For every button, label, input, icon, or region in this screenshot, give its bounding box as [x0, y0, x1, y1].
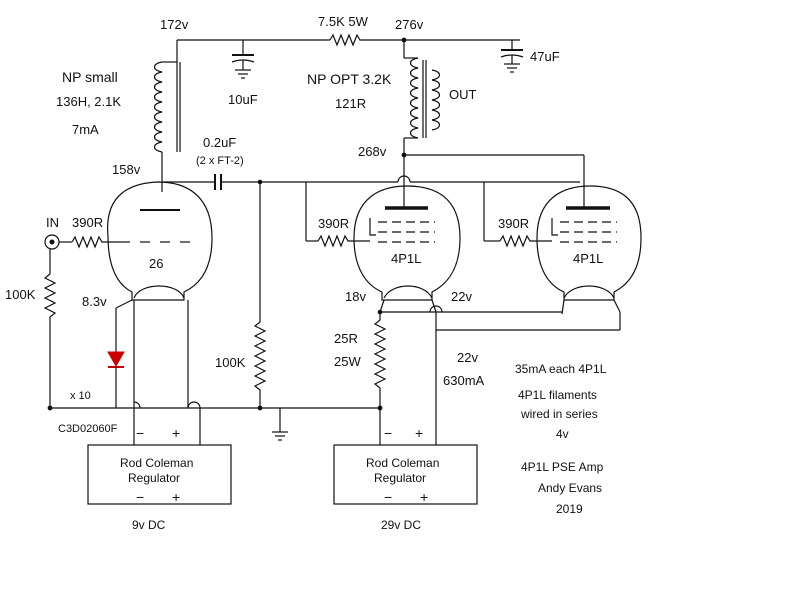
filament-series-wiring	[377, 305, 621, 445]
regulator-left-plus-top: +	[172, 425, 180, 441]
filter-cap-10uf: 10uF	[228, 40, 258, 107]
output-plate-wiring	[403, 154, 585, 208]
output-tube-1: 4P1L 390R 18v 22v	[305, 182, 472, 313]
title-line3: 2019	[556, 502, 583, 516]
note-filaments: 4P1L filaments	[518, 388, 597, 402]
notes: 35mA each 4P1L 4P1L filaments wired in s…	[515, 362, 607, 516]
title-line1: 4P1L PSE Amp	[521, 460, 604, 474]
regulator-left-minus-top: −	[136, 425, 144, 441]
note-voltage: 4v	[556, 427, 569, 441]
inductor-icon	[153, 61, 163, 153]
supply-rail	[177, 37, 520, 43]
output-filament-right-voltage: 22v	[451, 289, 472, 304]
regulator-right-supply: 29v DC	[381, 518, 421, 532]
diode-part: C3D02060F	[58, 423, 118, 435]
resistor-icon	[499, 234, 552, 248]
opt-plate-voltage: 268v	[358, 144, 387, 159]
title-line2: Andy Evans	[538, 481, 602, 495]
choke-spec: 136H, 2.1K	[56, 94, 121, 109]
input-jack-icon	[44, 234, 60, 250]
output-tube-2-label: 4P1L	[573, 251, 603, 266]
regulator-right-plus-top: +	[415, 425, 423, 441]
filter-cap-47uf-label: 47uF	[530, 49, 560, 64]
coupling-capacitor: 0.2uF (2 x FT-2)	[162, 135, 580, 190]
driver-tube-label: 26	[149, 256, 163, 271]
ground-icon	[235, 69, 251, 79]
regulator-right-minus-top: −	[384, 425, 392, 441]
grid-leak-label: 100K	[5, 287, 36, 302]
output-filament-left-voltage: 18v	[345, 289, 366, 304]
diode-icon	[107, 351, 125, 368]
ground-icon	[272, 408, 288, 441]
filament-current: 630mA	[443, 373, 485, 388]
resistor-icon	[43, 273, 57, 408]
bias-resistor: 25R 25W 22v 630mA	[334, 312, 485, 445]
supply-voltage-172: 172v	[160, 17, 189, 32]
pentode-icon	[536, 185, 642, 301]
coupling-cap-value: 0.2uF	[203, 135, 236, 150]
output-tube-2: 4P1L 390R	[483, 182, 642, 315]
regulator-left-minus: −	[136, 489, 144, 505]
choke-name: NP small	[62, 69, 118, 85]
driver-plate-voltage: 158v	[112, 162, 141, 177]
resistor-icon	[373, 319, 387, 445]
resistor-icon	[253, 321, 267, 408]
output-grid-resistor-1: 390R	[318, 216, 349, 231]
coupling-cap-note: (2 x FT-2)	[196, 155, 244, 167]
regulator-right: − + Rod Coleman Regulator − + 29v DC	[333, 425, 478, 532]
bias-resistor-watt: 25W	[334, 354, 361, 369]
diode-mult: x 10	[70, 390, 91, 402]
resistor-icon	[71, 235, 118, 249]
dropping-resistor: 7.5K 5W	[318, 14, 369, 47]
filter-cap-10uf-label: 10uF	[228, 92, 258, 107]
output-grid-resistor-2: 390R	[498, 216, 529, 231]
input-label: IN	[46, 215, 59, 230]
regulator-left-line2: Regulator	[128, 471, 180, 485]
note-current: 35mA each 4P1L	[515, 362, 607, 376]
note-series: wired in series	[520, 407, 598, 421]
regulator-right-line2: Regulator	[374, 471, 426, 485]
bias-resistor-value: 25R	[334, 331, 358, 346]
opt-dcr: 121R	[335, 96, 366, 111]
input-section: IN 390R 100K x 10 C3D02060F	[5, 215, 380, 435]
regulator-left: − + Rod Coleman Regulator − + 9v DC	[87, 425, 232, 532]
regulator-left-supply: 9v DC	[132, 518, 166, 532]
cathode-resistor-label: 100K	[215, 355, 246, 370]
triode-icon	[107, 181, 213, 301]
pentode-icon	[353, 185, 461, 301]
driver-filament-voltage: 8.3v	[82, 294, 107, 309]
output-transformer: NP OPT 3.2K 121R OUT 268v	[307, 40, 477, 159]
regulator-right-plus: +	[420, 489, 428, 505]
node-voltage-276: 276v	[395, 17, 424, 32]
choke-current: 7mA	[72, 122, 99, 137]
regulator-left-line1: Rod Coleman	[120, 456, 193, 470]
filter-cap-47uf: 47uF	[500, 40, 560, 73]
driver-grid-resistor: 390R	[72, 215, 103, 230]
output-tube-1-label: 4P1L	[391, 251, 421, 266]
resistor-icon	[329, 33, 362, 47]
regulator-right-minus: −	[384, 489, 392, 505]
ground-icon	[504, 63, 520, 73]
driver-tube: 26 8.3v	[82, 181, 213, 445]
opt-name: NP OPT 3.2K	[307, 71, 392, 87]
opt-out-label: OUT	[449, 87, 477, 102]
filament-voltage: 22v	[457, 350, 478, 365]
resistor-icon	[317, 234, 370, 248]
cathode-resistor: 100K	[215, 182, 267, 411]
regulator-left-plus: +	[172, 489, 180, 505]
dropping-resistor-label: 7.5K 5W	[318, 14, 369, 29]
regulator-right-line1: Rod Coleman	[366, 456, 439, 470]
plate-choke: NP small 136H, 2.1K 7mA 158v	[56, 40, 181, 192]
